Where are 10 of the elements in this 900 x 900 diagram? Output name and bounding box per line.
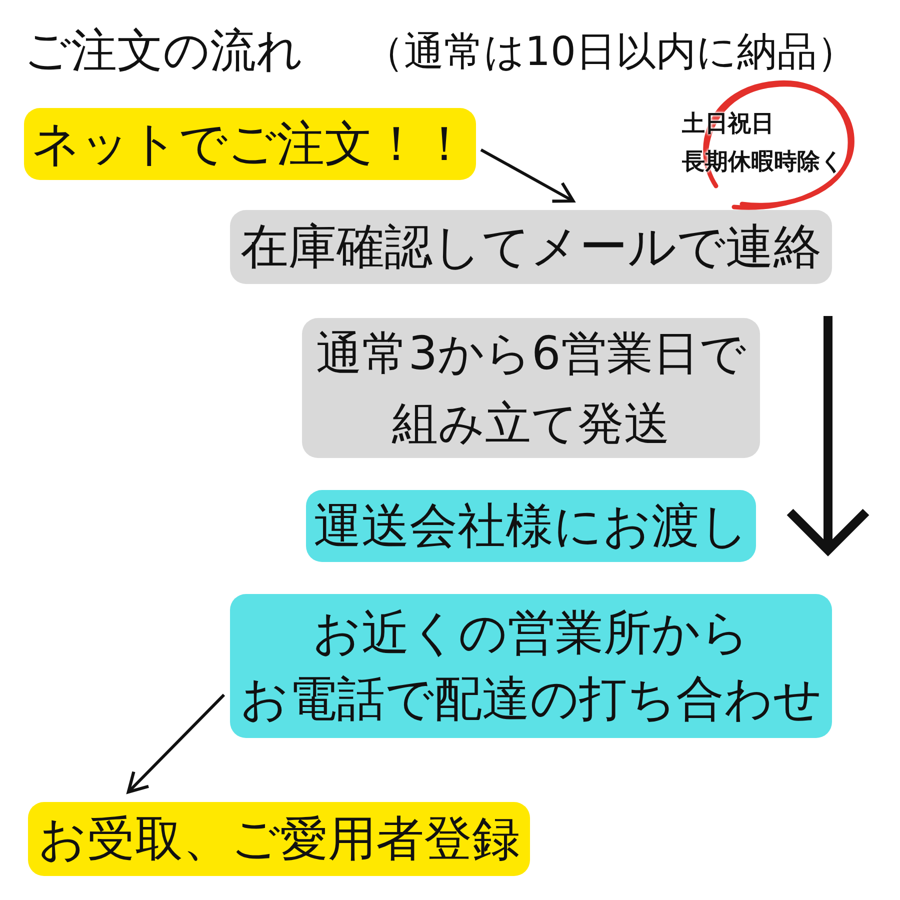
heading: ご注文の流れ bbox=[24, 27, 303, 73]
step-box: 運送会社様にお渡し bbox=[306, 490, 756, 562]
arrow bbox=[126, 694, 226, 794]
step-box: 通常3から6営業日で組み立て発送 bbox=[302, 318, 760, 458]
step-box: 在庫確認してメールで連絡 bbox=[230, 210, 832, 284]
step-box: ネットでご注文！！ bbox=[24, 108, 476, 180]
delivery-note: （通常は10日以内に納品） bbox=[364, 32, 857, 72]
arrow bbox=[480, 148, 575, 203]
step-box: お近くの営業所からお電話で配達の打ち合わせ bbox=[230, 594, 832, 738]
step-box: お受取、ご愛用者登録 bbox=[28, 802, 530, 876]
